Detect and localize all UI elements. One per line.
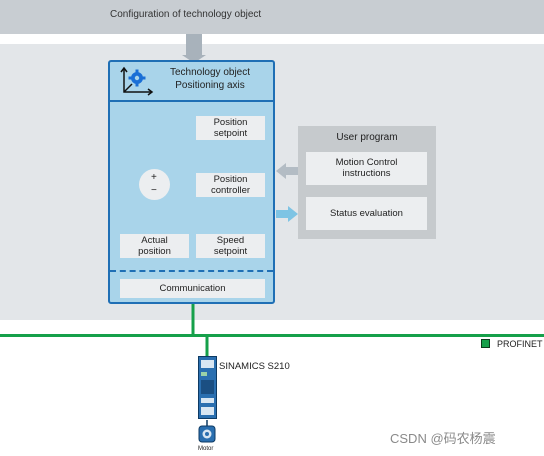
technology-object-header-divider <box>110 100 273 102</box>
position-setpoint-label-2: setpoint <box>213 128 248 139</box>
position-controller-block: Position controller <box>196 173 265 197</box>
motion-control-label-2: instructions <box>342 168 391 179</box>
technology-object-title: Technology object <box>169 67 251 78</box>
position-controller-label-2: controller <box>210 185 251 196</box>
motion-control-block: Motion Control instructions <box>306 152 427 185</box>
communication-label: Communication <box>159 283 226 294</box>
motion-control-label-1: Motion Control <box>335 157 398 168</box>
communication-block: Communication <box>120 279 265 298</box>
motor-icon <box>198 420 216 443</box>
technology-object-subtitle: Positioning axis <box>175 80 245 91</box>
speed-setpoint-block: Speed setpoint <box>196 234 265 258</box>
configuration-band <box>0 0 544 34</box>
status-evaluation-arrow <box>276 206 298 222</box>
position-setpoint-block: Position setpoint <box>196 116 265 140</box>
motion-control-arrow <box>276 163 298 179</box>
user-program-title: User program <box>336 132 398 143</box>
summing-junction: + − <box>139 169 170 200</box>
motor-label: Motor <box>198 446 214 452</box>
summing-minus-sign: − <box>151 185 157 196</box>
profinet-label: PROFINET <box>497 339 543 349</box>
status-evaluation-label: Status evaluation <box>330 208 403 219</box>
watermark: CSDN @码农杨震 <box>390 431 496 446</box>
speed-setpoint-label-1: Speed <box>216 235 245 246</box>
summing-plus-sign: + <box>151 172 157 183</box>
gear-axis-icon <box>120 66 154 96</box>
communication-boundary <box>110 270 273 272</box>
position-controller-label-1: Position <box>213 174 248 185</box>
actual-position-block: Actual position <box>120 234 189 258</box>
status-evaluation-block: Status evaluation <box>306 197 427 230</box>
position-setpoint-label-1: Position <box>213 117 248 128</box>
drive-icon <box>198 356 217 419</box>
actual-position-label-2: position <box>138 246 171 257</box>
speed-setpoint-label-2: setpoint <box>213 246 248 257</box>
profinet-legend-icon <box>481 339 490 348</box>
drive-label: SINAMICS S210 <box>219 361 290 372</box>
actual-position-label-1: Actual <box>141 235 168 246</box>
profinet-bus <box>0 334 544 337</box>
configuration-title: Configuration of technology object <box>110 9 262 20</box>
config-arrow <box>182 34 206 63</box>
